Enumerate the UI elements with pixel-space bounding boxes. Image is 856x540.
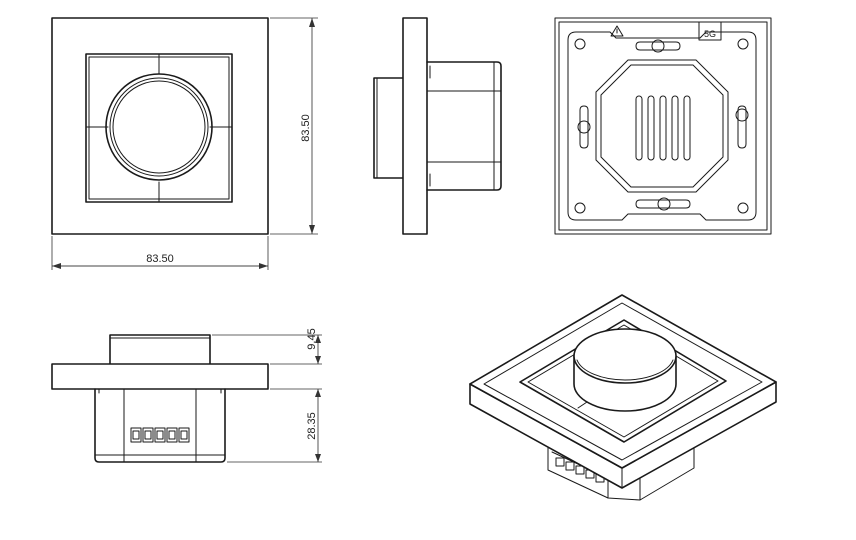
- back-slot-right: [737, 105, 747, 149]
- back-slot-top: [635, 41, 681, 51]
- side-knob: [373, 77, 405, 179]
- bottom-knob: [109, 334, 211, 366]
- isometric-view: [469, 294, 777, 501]
- iso-knob-top: [573, 328, 677, 384]
- back-central-body: [595, 59, 729, 193]
- front-knob-outer: [105, 73, 213, 181]
- back-mark-box: [698, 21, 722, 41]
- front-knob-ring: [109, 77, 209, 177]
- bottom-body: [94, 388, 226, 463]
- back-inner-frame: [558, 21, 768, 231]
- dim-front-width: 83.50: [51, 236, 269, 270]
- front-knob-inner: [112, 80, 206, 174]
- side-view: [373, 17, 502, 235]
- side-body: [426, 61, 502, 191]
- back-slot-bottom: [635, 199, 691, 209]
- iso-inner-plate: [519, 319, 727, 443]
- dim-front-height: 83.50: [270, 17, 318, 235]
- dim-bottom-vertical: 9.45 28.35: [212, 328, 322, 463]
- back-mounting-plate: [567, 31, 757, 221]
- front-view: [51, 17, 269, 235]
- back-outer-frame: [554, 17, 772, 235]
- back-view: 5G: [554, 17, 772, 235]
- back-slot-left: [579, 105, 589, 149]
- back-vent-slots: [635, 95, 691, 161]
- side-frame: [402, 17, 428, 235]
- dim-body-depth-label: 28.35: [306, 412, 318, 440]
- dim-front-height-label: 83.50: [300, 114, 312, 142]
- bottom-frame: [51, 363, 269, 390]
- dim-knob-height-label: 9.45: [306, 328, 318, 349]
- front-outer-frame: [51, 17, 269, 235]
- back-mark-label: 5G: [704, 29, 716, 39]
- bottom-view: [51, 334, 269, 463]
- warning-triangle-icon: [610, 25, 624, 37]
- bottom-terminals: [130, 427, 190, 443]
- dim-front-width-label: 83.50: [146, 253, 174, 265]
